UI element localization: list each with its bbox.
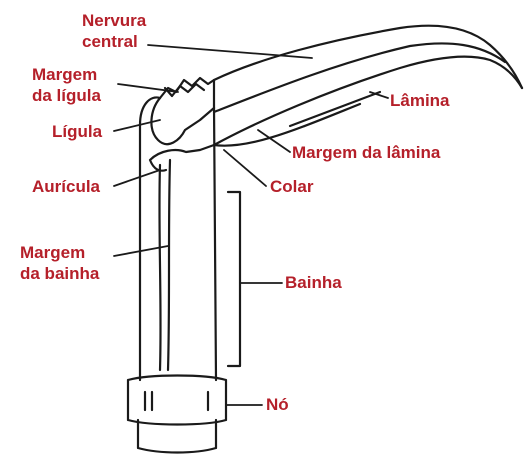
node-marks xyxy=(143,390,210,412)
leader-ligula xyxy=(113,119,161,132)
ligule-inner xyxy=(150,96,216,146)
label-auricula: Aurícula xyxy=(32,177,101,196)
label-nervura-central: Nervura central xyxy=(82,10,146,52)
leader-lamina xyxy=(369,91,389,99)
ligule-margin xyxy=(163,82,206,98)
label-margem-bainha: Margem da bainha xyxy=(20,242,99,284)
blade-bracket xyxy=(288,90,382,128)
label-nervura-line1: Nervura xyxy=(82,11,147,30)
auricle-shape xyxy=(148,143,216,172)
label-colar: Colar xyxy=(270,177,314,196)
label-ligula: Lígula xyxy=(52,122,103,141)
blade-margin-edge xyxy=(212,102,362,147)
node-ring xyxy=(126,374,228,426)
leader-margem-ligula xyxy=(117,83,179,93)
sheath-inner-fold xyxy=(158,163,162,372)
leader-margem-bainha xyxy=(113,245,169,257)
blade-lower-edge xyxy=(212,55,524,147)
label-margem-lamina: Margem da lâmina xyxy=(292,143,441,162)
label-margem-ligula-line1: Margem xyxy=(32,65,98,84)
sheath-bracket xyxy=(226,190,242,368)
label-margem-ligula: Margem da lígula xyxy=(32,64,101,106)
label-margem-bainha-line1: Margem xyxy=(20,243,86,262)
label-bainha: Bainha xyxy=(285,273,342,292)
leader-lines xyxy=(113,44,389,406)
label-nervura-line2: central xyxy=(82,32,138,51)
leader-auricula xyxy=(113,169,161,187)
sheath-inner-fold-2 xyxy=(166,158,172,372)
label-no: Nó xyxy=(266,395,289,414)
sheath-outline xyxy=(138,103,218,382)
label-margem-ligula-line2: da lígula xyxy=(32,86,101,105)
leader-margem-lamina xyxy=(257,129,291,153)
leader-colar xyxy=(223,149,267,187)
label-margem-bainha-line2: da bainha xyxy=(20,264,100,283)
blade-upper-edge xyxy=(212,24,524,90)
node-base xyxy=(136,418,218,454)
label-lamina: Lâmina xyxy=(390,91,450,110)
blade-midrib xyxy=(212,42,507,114)
leader-nervura-central xyxy=(147,44,313,59)
